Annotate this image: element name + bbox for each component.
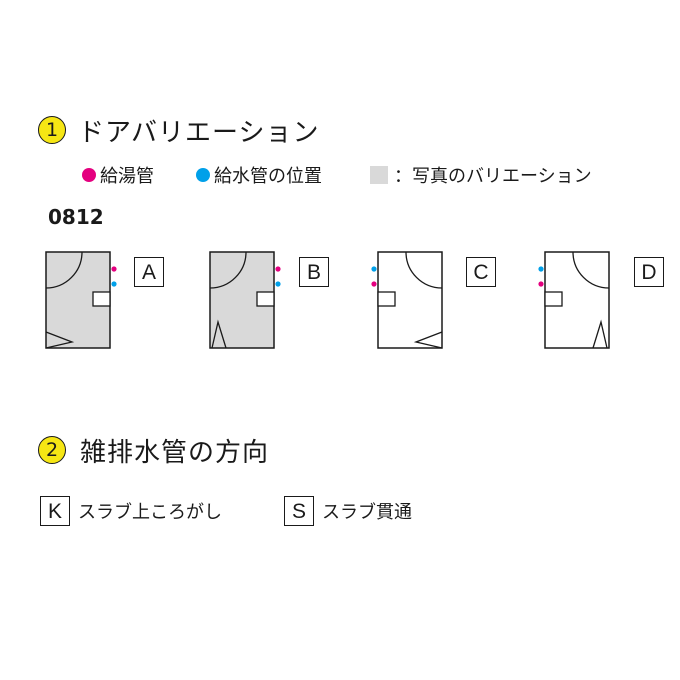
section-2-title: 雑排水管の方向	[80, 438, 270, 468]
section-1-number-badge: 1	[38, 116, 66, 144]
legend-shade-label: ：写真のバリエーション	[394, 166, 592, 187]
option-k-box: K	[40, 496, 70, 526]
hot-water-dot-icon	[82, 168, 96, 182]
cold-water-dot-icon	[196, 168, 210, 182]
legend-cold-water: 給水管の位置	[196, 162, 322, 188]
legend-cold-water-label: 給水管の位置	[214, 166, 322, 187]
variant-c-label: C	[466, 257, 496, 287]
plan-variant-a	[44, 250, 124, 352]
variant-d-label: D	[634, 257, 664, 287]
plan-variant-b	[208, 250, 288, 352]
legend-hot-water: 給湯管	[82, 162, 154, 188]
option-k: K スラブ上ころがし	[40, 496, 222, 526]
plan-variant-c	[364, 250, 444, 352]
legend-hot-water-label: 給湯管	[100, 166, 154, 187]
option-k-label: スラブ上ころがし	[78, 502, 222, 523]
section-2-number-badge: 2	[38, 436, 66, 464]
option-s-box: S	[284, 496, 314, 526]
option-s-label: スラブ貫通	[322, 502, 412, 523]
model-number: 0812	[48, 205, 104, 229]
variant-b-label: B	[299, 257, 329, 287]
plan-variant-d	[531, 250, 611, 352]
legend-shade: ：写真のバリエーション	[370, 162, 592, 188]
section-1-number: 1	[45, 118, 59, 141]
option-s: S スラブ貫通	[284, 496, 412, 526]
shade-swatch-icon	[370, 166, 388, 184]
variant-a-label: A	[134, 257, 164, 287]
section-1-title: ドアバリエーション	[78, 118, 320, 148]
section-2-number: 2	[45, 438, 59, 461]
